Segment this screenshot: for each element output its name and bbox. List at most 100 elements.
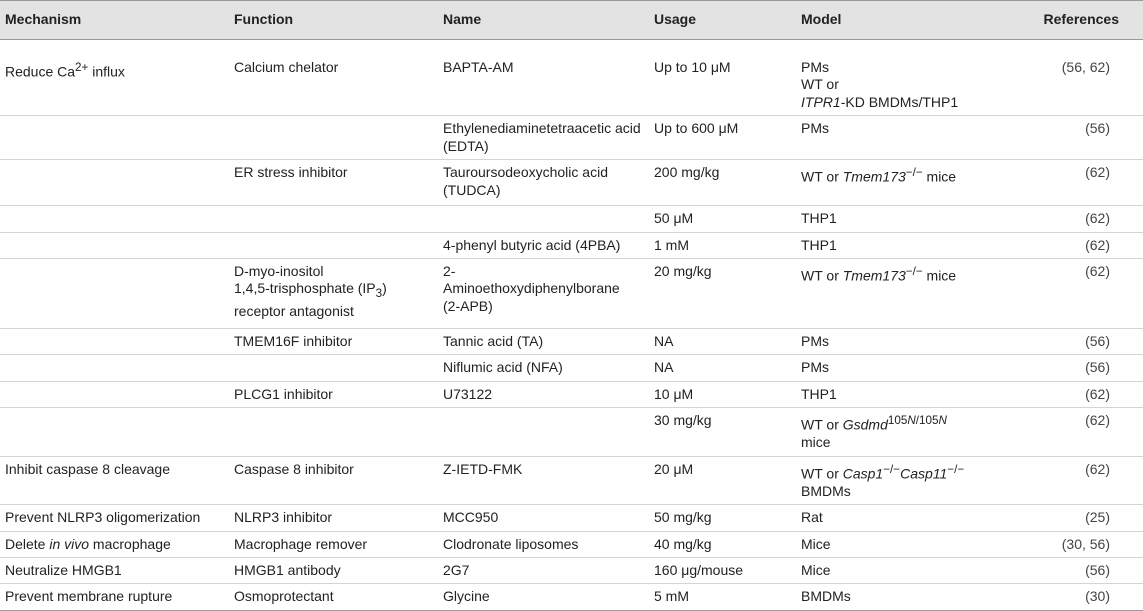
cell-usage: 1 mM [649, 232, 796, 260]
cell-name [438, 407, 649, 457]
cell-references: (56) [982, 328, 1143, 356]
cell-name: Tannic acid (TA) [438, 328, 649, 356]
cell-model: Mice [796, 557, 982, 585]
cell-references: (56, 62) [982, 39, 1143, 117]
cell-function: Osmoprotectant [229, 583, 438, 611]
cell-model: PMs [796, 328, 982, 356]
cell-function [229, 407, 438, 457]
cell-references: (25) [982, 504, 1143, 532]
cell-mechanism [0, 159, 229, 207]
table-header: Mechanism Function Name Usage Model Refe… [0, 0, 1143, 40]
cell-mechanism: Neutralize HMGB1 [0, 557, 229, 585]
cell-name: 4-phenyl butyric acid (4PBA) [438, 232, 649, 260]
cell-function [229, 115, 438, 161]
table-row: Neutralize HMGB1 HMGB1 antibody 2G7 160 … [0, 557, 1143, 585]
cell-mechanism [0, 354, 229, 382]
cell-name: 2G7 [438, 557, 649, 585]
cell-name [438, 205, 649, 233]
model-line: BMDMs [801, 482, 851, 499]
table-row: Delete in vivo macrophage Macrophage rem… [0, 531, 1143, 559]
table-row: ER stress inhibitor Tauroursodeoxycholic… [0, 159, 1143, 207]
table-row: Reduce Ca2+ influx Calcium chelator BAPT… [0, 39, 1143, 117]
cell-references: (56) [982, 115, 1143, 161]
table-row: PLCG1 inhibitor U73122 10 μM THP1 (62) [0, 381, 1143, 409]
cell-name: 2-Aminoethoxydiphenylborane(2-APB) [438, 258, 649, 330]
cell-model: WT or Casp1−/−Casp11−/−BMDMs [796, 456, 982, 506]
model-line: WT or [801, 76, 839, 93]
cell-name: Clodronate liposomes [438, 531, 649, 559]
cell-name: BAPTA-AM [438, 39, 649, 117]
cell-mechanism: Inhibit caspase 8 cleavage [0, 456, 229, 506]
cell-references: (62) [982, 456, 1143, 506]
cell-references: (30, 56) [982, 531, 1143, 559]
table-row: Niflumic acid (NFA) NA PMs (56) [0, 354, 1143, 382]
cell-function: Caspase 8 inhibitor [229, 456, 438, 506]
header-function: Function [229, 0, 438, 40]
cell-model: Mice [796, 531, 982, 559]
header-row: Mechanism Function Name Usage Model Refe… [0, 0, 1143, 40]
cell-usage: 10 μM [649, 381, 796, 409]
table-row: Ethylenediaminetetraacetic acid (EDTA) U… [0, 115, 1143, 161]
cell-model: THP1 [796, 381, 982, 409]
cell-mechanism [0, 258, 229, 330]
cell-usage: 50 mg/kg [649, 504, 796, 532]
cell-model: THP1 [796, 232, 982, 260]
header-name: Name [438, 0, 649, 40]
cell-usage: 5 mM [649, 583, 796, 611]
cell-usage: NA [649, 328, 796, 356]
table-row: Prevent NLRP3 oligomerization NLRP3 inhi… [0, 504, 1143, 532]
model-line: WT or Casp1−/−Casp11−/− [801, 462, 965, 482]
cell-usage: 30 mg/kg [649, 407, 796, 457]
cell-mechanism: Reduce Ca2+ influx [0, 39, 229, 117]
cell-mechanism: Prevent NLRP3 oligomerization [0, 504, 229, 532]
cell-name: U73122 [438, 381, 649, 409]
cell-function: Calcium chelator [229, 39, 438, 117]
cell-mechanism [0, 328, 229, 356]
table-row: TMEM16F inhibitor Tannic acid (TA) NA PM… [0, 328, 1143, 356]
cell-usage: 50 μM [649, 205, 796, 233]
cell-references: (62) [982, 159, 1143, 207]
cell-function [229, 205, 438, 233]
cell-mechanism [0, 205, 229, 233]
cell-function [229, 354, 438, 382]
model-line: PMs [801, 59, 829, 75]
cell-references: (56) [982, 557, 1143, 585]
cell-name: Glycine [438, 583, 649, 611]
cell-references: (56) [982, 354, 1143, 382]
cell-mechanism [0, 232, 229, 260]
cell-function: TMEM16F inhibitor [229, 328, 438, 356]
cell-name: Niflumic acid (NFA) [438, 354, 649, 382]
cell-model: WT or Tmem173−/− mice [796, 258, 982, 330]
cell-references: (62) [982, 232, 1143, 260]
cell-function: HMGB1 antibody [229, 557, 438, 585]
cell-name: Z-IETD-FMK [438, 456, 649, 506]
cell-references: (62) [982, 205, 1143, 233]
cell-usage: NA [649, 354, 796, 382]
header-model: Model [796, 0, 982, 40]
cell-usage: 200 mg/kg [649, 159, 796, 207]
cell-model: WT or Gsdmd105N/105N mice [796, 407, 982, 457]
cell-mechanism [0, 115, 229, 161]
header-references: References [982, 0, 1143, 40]
cell-references: (62) [982, 381, 1143, 409]
cell-name: Ethylenediaminetetraacetic acid (EDTA) [438, 115, 649, 161]
cell-references: (62) [982, 258, 1143, 330]
cell-references: (62) [982, 407, 1143, 457]
cell-usage: 20 mg/kg [649, 258, 796, 330]
cell-model: THP1 [796, 205, 982, 233]
header-usage: Usage [649, 0, 796, 40]
table-row: 4-phenyl butyric acid (4PBA) 1 mM THP1 (… [0, 232, 1143, 260]
cell-mechanism: Prevent membrane rupture [0, 583, 229, 611]
cell-name: MCC950 [438, 504, 649, 532]
header-mechanism: Mechanism [0, 0, 229, 40]
cell-function: Macrophage remover [229, 531, 438, 559]
cell-model: Rat [796, 504, 982, 532]
model-line: ITPR1-KD BMDMs/THP1 [801, 93, 959, 110]
cell-mechanism: Delete in vivo macrophage [0, 531, 229, 559]
cell-usage: 20 μM [649, 456, 796, 506]
